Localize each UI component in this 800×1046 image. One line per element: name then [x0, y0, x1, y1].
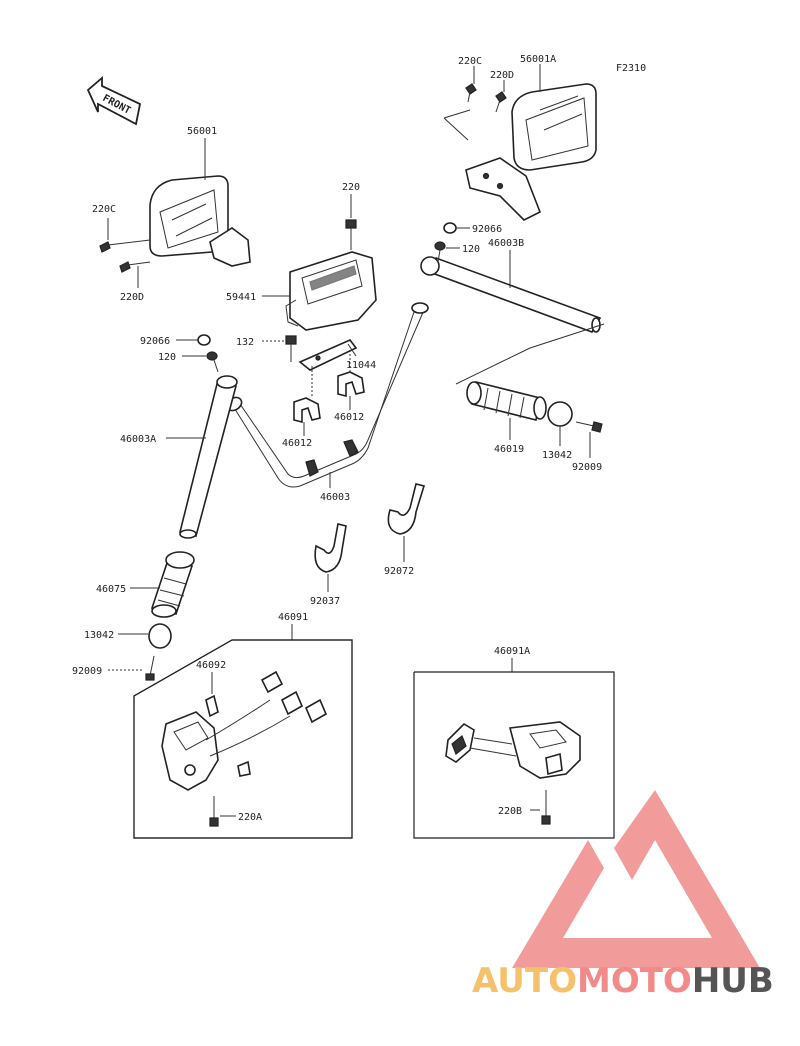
bar-46003a: [179, 375, 238, 539]
switch-left: [161, 670, 328, 791]
handlebar-46003: [225, 302, 429, 488]
bolt-132: [285, 335, 297, 362]
holder-46012-right: [337, 371, 365, 398]
clamp-92072: [387, 483, 426, 535]
bolt-220b: [541, 790, 551, 825]
front-arrow-icon: FRONT: [86, 76, 142, 126]
holder-46012-left: [293, 397, 321, 424]
switch-right: [445, 721, 581, 779]
bolt-220a: [209, 796, 219, 827]
watermark-auto: AUTO: [472, 961, 577, 1001]
bolt-120-right: [434, 241, 446, 263]
cap-92066-right: [443, 222, 457, 234]
watermark-moto: MOTO: [577, 961, 692, 1001]
watermark-text: AUTOMOTOHUB: [472, 961, 774, 1001]
label-56001a: 56001A: [520, 54, 556, 65]
label-220b: 220B: [498, 806, 522, 817]
label-220c-right: 220C: [458, 56, 482, 67]
label-46012-right: 46012: [334, 412, 364, 423]
label-92066-left: 92066: [140, 336, 170, 347]
label-220d-right: 220D: [490, 70, 514, 81]
weight-13042-left: [148, 623, 172, 649]
label-11044: 11044: [346, 360, 376, 371]
label-46019: 46019: [494, 444, 524, 455]
label-46003b: 46003B: [488, 238, 524, 249]
label-13042-right: 13042: [542, 450, 572, 461]
watermark-triangle-icon: [512, 790, 760, 968]
bolt-220d-left: [119, 261, 151, 273]
label-132: 132: [236, 337, 254, 348]
label-220: 220: [342, 182, 360, 193]
handlebar-cover: [285, 251, 377, 331]
bolt-120-left: [206, 351, 219, 373]
bolt-220d-right: [495, 91, 507, 113]
right-mirror: [465, 83, 597, 221]
label-46091a: 46091A: [494, 646, 530, 657]
bolt-92009-left: [145, 655, 155, 681]
label-92066-right: 92066: [472, 224, 502, 235]
label-220d-left: 220D: [120, 292, 144, 303]
cap-92066-left: [197, 334, 211, 346]
bracket-11044: [298, 339, 358, 371]
bolt-220c-left: [99, 239, 151, 253]
bolt-92009-right: [575, 421, 603, 433]
label-120-left: 120: [158, 352, 176, 363]
label-92072: 92072: [384, 566, 414, 577]
label-46012-left: 46012: [282, 438, 312, 449]
watermark-hub: HUB: [692, 961, 774, 1001]
bolt-220c-right: [465, 83, 477, 103]
label-13042-left: 13042: [84, 630, 114, 641]
left-mirror: [149, 175, 251, 267]
label-120-right: 120: [462, 244, 480, 255]
bar-46003b: [420, 256, 602, 333]
label-46091: 46091: [278, 612, 308, 623]
watermark-logo: AUTOMOTOHUB: [472, 790, 774, 1001]
label-92009-left: 92009: [72, 666, 102, 677]
label-92009-right: 92009: [572, 462, 602, 473]
label-220c-left: 220C: [92, 204, 116, 215]
part-46092: [205, 694, 219, 718]
bolt-220: [345, 219, 357, 250]
weight-13042-right: [547, 401, 573, 427]
label-46092: 46092: [196, 660, 226, 671]
label-56001: 56001: [187, 126, 217, 137]
label-59441: 59441: [226, 292, 256, 303]
label-220a: 220A: [238, 812, 262, 823]
clamp-92037: [314, 523, 347, 573]
label-46075: 46075: [96, 584, 126, 595]
grip-46019: [466, 381, 547, 421]
grip-46075: [150, 551, 195, 618]
label-46003: 46003: [320, 492, 350, 503]
label-92037: 92037: [310, 596, 340, 607]
box-46091a: [413, 671, 615, 839]
figure-code: F2310: [616, 63, 646, 74]
label-46003a: 46003A: [120, 434, 156, 445]
